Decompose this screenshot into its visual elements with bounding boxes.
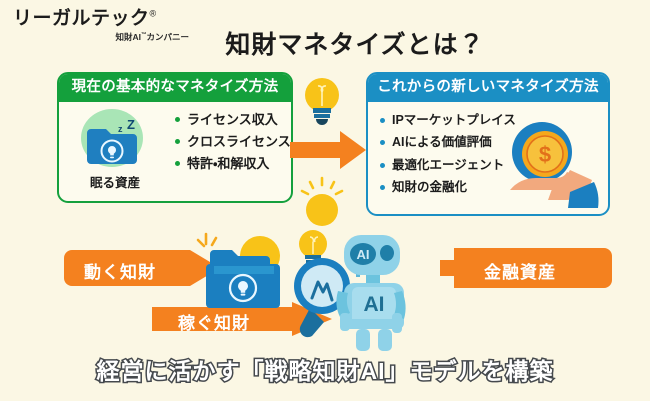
banner-move-ip-label: 動く知財 [84,263,156,282]
panel-right-body: IPマーケットプレイス AIによる価値評価 最適化エージェント 知財の金融化 $ [368,102,608,209]
panel-connector-group [290,78,366,226]
robot-chest-label: AI [364,293,385,316]
panel-new-monetization: これからの新しいマネタイズ方法 IPマーケットプレイス AIによる価値評価 最適… [366,72,610,216]
robot-head-label: AI [357,247,370,262]
registered-mark: ® [149,8,157,19]
banner-move-ip: 動く知財 [64,250,229,286]
panel-current-monetization: 現在の基本的なマネタイズ方法 Z z 眠る資産 ライセンス収入 クロスライセンス [57,72,293,203]
magnifying-glass-chart-icon [294,258,350,338]
arrow-right-icon [290,131,366,169]
list-item: 特許・和解収入 [175,157,291,170]
coin-dollar-symbol: $ [539,142,551,167]
brand-logo-name: リーガルテック® [13,8,157,29]
brand-logo-subtitle: 知財AI™カンパニー [115,32,189,42]
arrow-banner-right-icon [152,302,332,336]
sleeping-folder-icon: Z z [73,107,159,171]
panel-left-header: 現在の基本的なマネタイズ方法 [59,74,291,102]
arrow-banner-right-icon [64,250,220,286]
panel-left-list: ライセンス収入 クロスライセンス 特許・和解収入 [175,113,291,179]
list-item: クロスライセンス [175,135,291,148]
lightbulb-icon [300,176,344,226]
banner-financial-asset: 金融資産 [440,248,612,288]
list-item: ライセンス収入 [175,113,291,126]
lightbulb-icon [305,78,339,125]
list-item: IPマーケットプレイス [380,113,516,127]
bottom-headline: 経営に活かす「戦略知財AI」モデルを構築 [95,357,554,386]
panel-right-header: これからの新しいマネタイズ方法 [368,74,608,102]
panel-left-body: Z z 眠る資産 ライセンス収入 クロスライセンス 特許・和解収入 [59,102,291,196]
banner-earn-ip: 稼ぐ知財 [152,302,332,336]
banner-financial-asset-label: 金融資産 [484,263,556,282]
list-item: 最適化エージェント [380,158,516,172]
brand-logo: リーガルテック® 知財AI™カンパニー [13,9,193,43]
list-item: AIによる価値評価 [380,136,516,149]
hand-holding-coin-icon: $ [510,121,599,208]
sleep-mark-large: Z [127,117,135,132]
page-title: 知財マネタイズとは？ [225,31,485,59]
list-item: 知財の金融化 [380,181,516,194]
banner-earn-ip-label: 稼ぐ知財 [178,314,250,333]
sleeping-asset-caption: 眠る資産 [89,175,140,190]
open-folder-lightbulb-icon [196,232,280,308]
sleep-mark-small: z [118,124,123,134]
arrow-banner-left-icon [440,248,612,288]
ai-robot-icon: AI AI [336,235,406,351]
panel-right-list: IPマーケットプレイス AIによる価値評価 最適化エージェント 知財の金融化 [380,113,516,204]
trademark-mark: ™ [140,32,147,39]
